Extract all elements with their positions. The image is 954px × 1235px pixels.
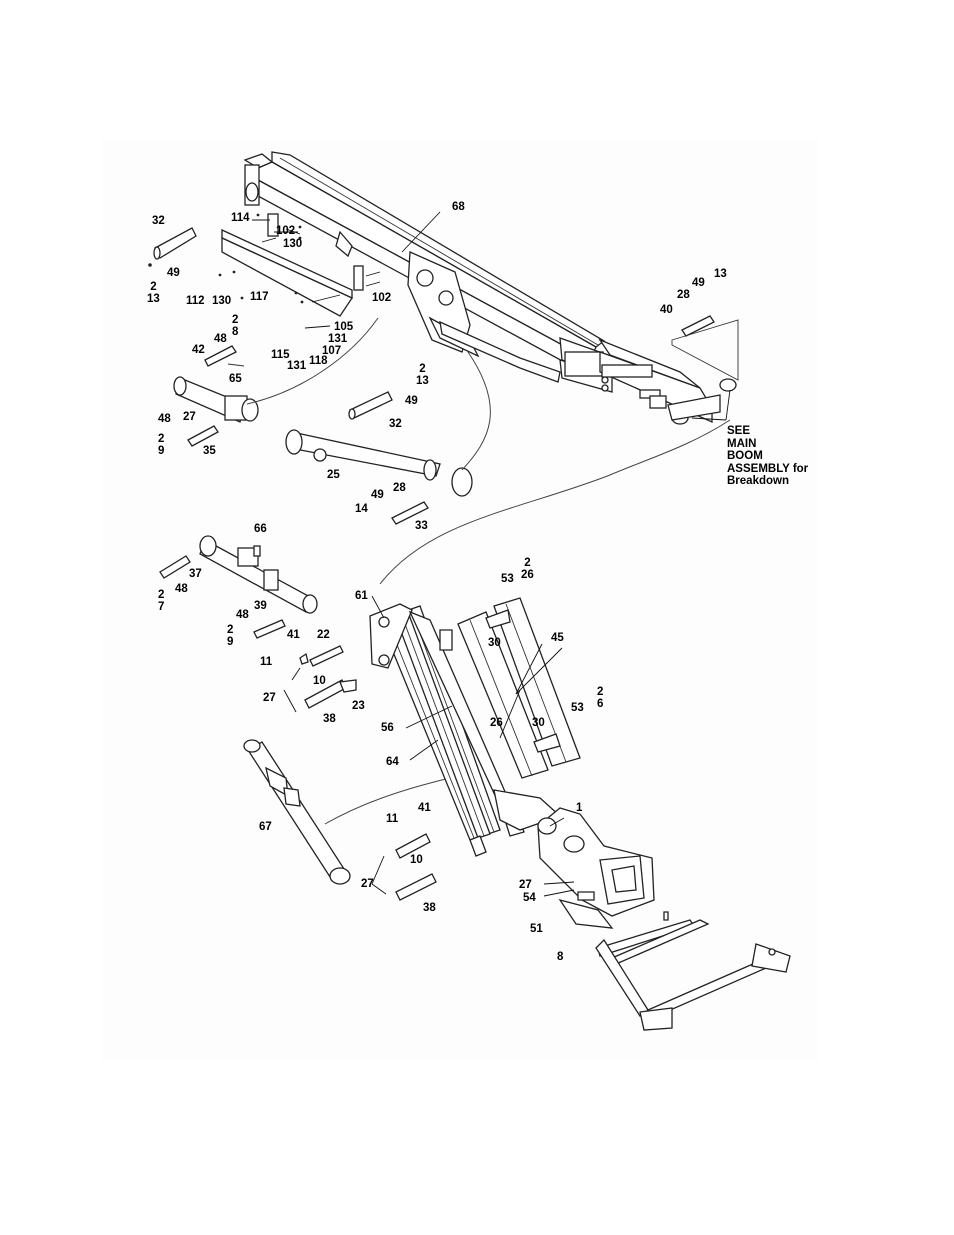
pin-41-upper (300, 646, 343, 666)
callout-48: 48 (236, 609, 249, 621)
callout-45: 45 (551, 632, 564, 644)
link-curve-2 (462, 352, 490, 470)
callout-48: 48 (158, 413, 171, 425)
callout-130: 130 (212, 295, 231, 307)
callout-102: 102 (276, 225, 295, 237)
callout-118: 118 (309, 355, 328, 367)
callout-27: 27 (183, 411, 196, 423)
callout-26: 26 (490, 717, 503, 729)
callout-56: 56 (381, 722, 394, 734)
callout-2-7: 2 7 (158, 589, 164, 613)
callout-37: 37 (189, 568, 202, 580)
pin-40 (682, 316, 714, 336)
callout-131: 131 (287, 360, 306, 372)
callout-67: 67 (259, 821, 272, 833)
callout-32: 32 (389, 418, 402, 430)
callout-41: 41 (287, 629, 300, 641)
pin-10-lower (396, 874, 436, 900)
see-main-boom-note: SEE MAIN BOOM ASSEMBLY for Breakdown (727, 425, 808, 488)
callout-112: 112 (186, 295, 205, 307)
callout-117: 117 (250, 291, 269, 303)
callout-11: 11 (386, 813, 398, 825)
callout-28: 28 (393, 482, 406, 494)
callout-14: 14 (355, 503, 368, 515)
callout-49: 49 (167, 267, 180, 279)
cylinder-67 (244, 740, 350, 884)
callout-30: 30 (488, 637, 501, 649)
callout-8: 8 (557, 951, 563, 963)
note-line: MAIN (727, 438, 808, 451)
pin-32 (154, 228, 196, 259)
callout-27: 27 (361, 878, 374, 890)
note-panel-outline (672, 320, 738, 380)
link-curve-3 (380, 420, 730, 584)
callout-48: 48 (214, 333, 227, 345)
callout-35: 35 (203, 445, 216, 457)
callout-61: 61 (355, 590, 368, 602)
callout-2-6: 2 6 (597, 686, 603, 710)
callout-1: 1 (576, 802, 582, 814)
callout-10: 10 (410, 854, 423, 866)
callout-2-26: 2 26 (521, 557, 534, 581)
callout-2-8: 2 8 (232, 314, 238, 338)
callout-53: 53 (571, 702, 584, 714)
callout-30: 30 (532, 717, 545, 729)
callout-28: 28 (677, 289, 690, 301)
note-line: BOOM (727, 450, 808, 463)
callout-2-9: 2 9 (227, 624, 233, 648)
callout-33: 33 (415, 520, 428, 532)
callout-40: 40 (660, 304, 673, 316)
callout-49: 49 (371, 489, 384, 501)
callout-2-13: 2 13 (147, 281, 160, 305)
callout-13: 13 (714, 268, 727, 280)
callout-131: 131 (328, 333, 347, 345)
callout-32: 32 (152, 215, 165, 227)
callout-38: 38 (323, 713, 336, 725)
callout-23: 23 (352, 700, 365, 712)
note-line: SEE (727, 425, 808, 438)
callout-22: 22 (317, 629, 330, 641)
pin-32-middle (349, 392, 392, 419)
callout-2-13: 2 13 (416, 363, 429, 387)
callout-102: 102 (372, 292, 391, 304)
callout-27: 27 (519, 879, 532, 891)
pin-37 (160, 556, 190, 578)
callout-105: 105 (334, 321, 353, 333)
callout-53: 53 (501, 573, 514, 585)
callout-41: 41 (418, 802, 431, 814)
callout-114: 114 (231, 212, 250, 224)
callout-49: 49 (405, 395, 418, 407)
callout-130: 130 (283, 238, 302, 250)
callout-38: 38 (423, 902, 436, 914)
callout-51: 51 (530, 923, 543, 935)
callout-49: 49 (692, 277, 705, 289)
base-bracket-1 (494, 790, 654, 928)
note-line: Breakdown (727, 475, 808, 488)
callout-25: 25 (327, 469, 340, 481)
note-line: ASSEMBLY for (727, 463, 808, 476)
callout-10: 10 (313, 675, 326, 687)
callout-42: 42 (192, 344, 205, 356)
pin-35 (188, 426, 218, 446)
callout-54: 54 (523, 892, 536, 904)
callout-11: 11 (260, 656, 272, 668)
pin-39 (254, 620, 285, 638)
callout-2-9: 2 9 (158, 433, 164, 457)
base-frame (596, 912, 790, 1030)
callout-66: 66 (254, 523, 267, 535)
callout-68: 68 (452, 201, 465, 213)
callout-48: 48 (175, 583, 188, 595)
callout-27: 27 (263, 692, 276, 704)
callout-65: 65 (229, 373, 242, 385)
callout-64: 64 (386, 756, 399, 768)
cylinder-25 (286, 430, 472, 496)
callout-39: 39 (254, 600, 267, 612)
